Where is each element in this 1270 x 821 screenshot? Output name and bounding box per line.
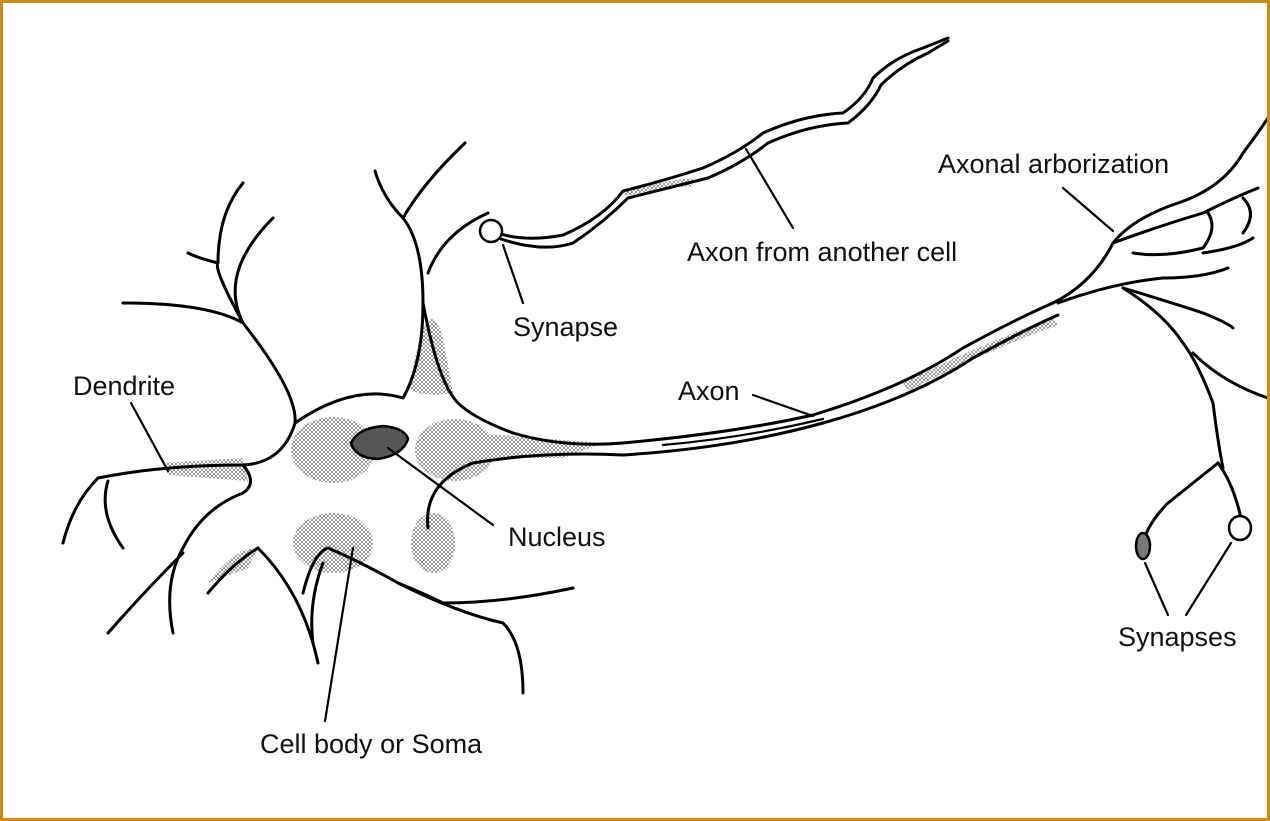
neuron-drawing — [3, 3, 1270, 821]
label-synapse: Synapse — [513, 314, 618, 341]
label-axonal-arborization: Axonal arborization — [938, 151, 1169, 178]
arborization — [1053, 118, 1268, 543]
label-synapses: Synapses — [1118, 624, 1237, 651]
label-axon-from-another-cell: Axon from another cell — [687, 239, 957, 266]
label-axon: Axon — [678, 378, 740, 405]
label-cell-body: Cell body or Soma — [260, 731, 482, 758]
incoming-axon — [480, 38, 948, 247]
label-nucleus: Nucleus — [508, 524, 606, 551]
label-dendrite: Dendrite — [73, 373, 175, 400]
